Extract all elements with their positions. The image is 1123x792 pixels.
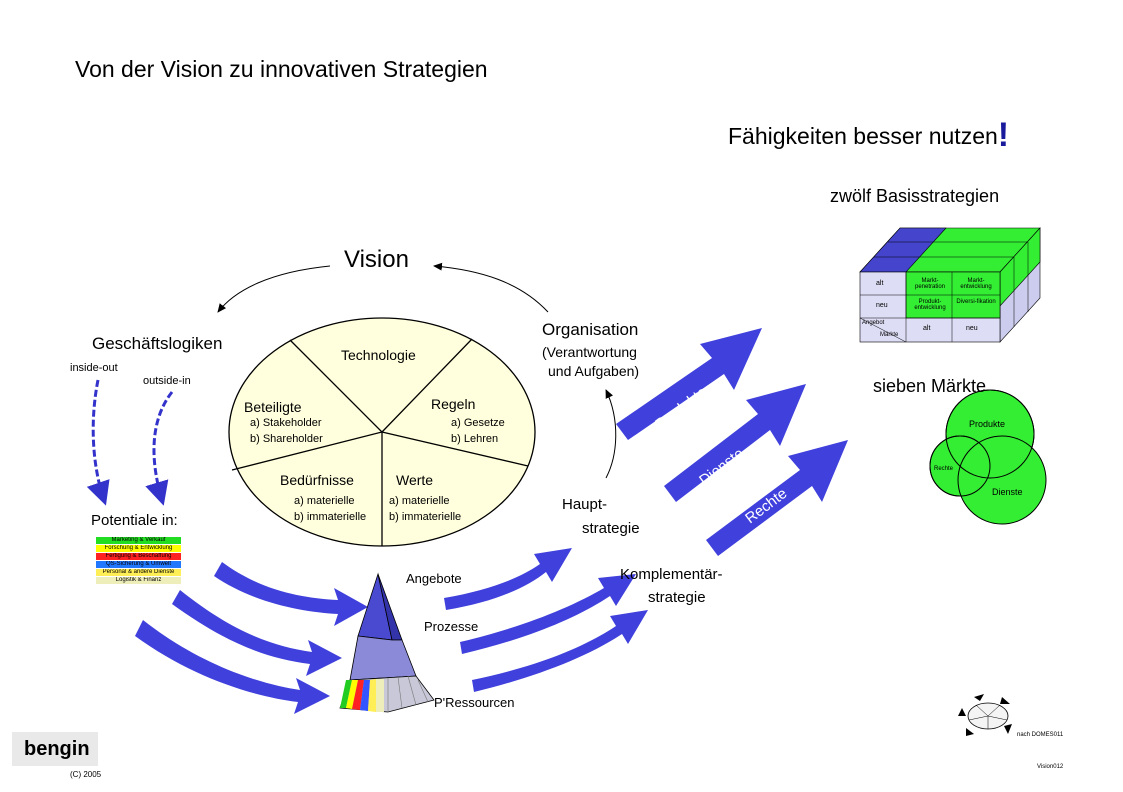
potentiale-label: Potentiale in:	[91, 512, 178, 529]
basis-cell-produktentwicklung: Produkt-entwicklung	[914, 299, 946, 311]
legend-fertigung: Fertigung & Beschaffung	[96, 553, 181, 560]
tagline-exclamation: !	[997, 116, 1010, 154]
inside-out-arrow	[86, 379, 110, 506]
outside-in-label: outside-in	[143, 375, 191, 387]
wheel-beteiligte-a: a) Stakeholder	[250, 417, 322, 429]
big-arrow-produkte	[616, 328, 762, 440]
basis-cube	[859, 227, 1041, 343]
markets-heading: sieben Märkte	[873, 376, 987, 396]
basis-maerkte-label: Märkte	[880, 332, 899, 338]
outside-in-arrow	[145, 391, 174, 506]
legend-marketing: Marketing & Verkauf	[96, 537, 181, 544]
hauptstrategie-line1: Haupt-	[562, 496, 608, 513]
wheel-beteiligte-b: b) Shareholder	[250, 433, 323, 445]
big-arrow-rechte	[706, 440, 848, 556]
venn-dienste: Dienste	[992, 487, 1023, 497]
wheel-regeln: Regeln	[431, 396, 476, 412]
page-title: Von der Vision zu innovativen Strategien	[75, 56, 488, 82]
source-note: nach DOMES011	[1017, 732, 1064, 738]
basis-neu-label: neu	[876, 302, 888, 309]
wheel-technologie: Technologie	[341, 347, 416, 363]
flow-arrow-1	[214, 562, 368, 626]
wheel-regeln-a: a) Gesetze	[451, 417, 505, 429]
cycle-arrow-right	[605, 389, 617, 479]
cycle-icon	[958, 694, 1012, 736]
organisation-line2: (Verantwortung	[542, 344, 637, 360]
wheel-beteiligte: Beteiligte	[244, 399, 302, 415]
basis-cell-diversifikation: Diversi-fikation	[956, 299, 996, 305]
wheel-werte-b: b) immaterielle	[389, 511, 462, 523]
basis-heading: zwölf Basisstrategien	[830, 186, 1000, 206]
angebote-label: Angebote	[406, 571, 462, 586]
wheel-werte-a: a) materielle	[389, 495, 450, 507]
geschaeftslogiken-label: Geschäftslogiken	[92, 334, 223, 353]
basis-angebot-label: Angebot	[862, 320, 885, 326]
bengin-logo: bengin	[12, 732, 98, 766]
version-note: Vision012	[1037, 764, 1064, 770]
legend-personal: Personal & andere Dienste	[96, 569, 181, 576]
arrow-ressourcen	[472, 610, 648, 692]
legend-logistik: Logistik & Finanz	[96, 577, 181, 584]
cycle-arrow-top-right	[433, 262, 549, 313]
legend-forschung: Forschung & Entwicklung	[96, 545, 181, 552]
pyramid	[339, 572, 435, 713]
tagline: Fähigkeiten besser nutzen!	[728, 116, 1009, 155]
venn-rechte: Rechte	[934, 466, 954, 472]
legend-qs: QS-Sicherung & Umwelt	[96, 561, 181, 568]
flow-arrow-3	[135, 620, 330, 714]
wheel-beduerfnisse-b: b) immaterielle	[294, 511, 367, 523]
copyright: (C) 2005	[70, 770, 102, 779]
inside-out-label: inside-out	[70, 362, 118, 374]
ressourcen-label: P'Ressourcen	[434, 695, 515, 710]
basis-col-alt-label: alt	[923, 325, 931, 332]
cycle-arrow-left	[217, 265, 331, 313]
basis-col-neu-label: neu	[966, 325, 978, 332]
vision-wheel	[228, 317, 536, 547]
basis-alt-label: alt	[876, 280, 884, 287]
organisation-line3: und Aufgaben)	[548, 363, 640, 379]
flow-arrow-2	[172, 590, 342, 676]
arrow-prozesse	[460, 574, 636, 654]
wheel-werte: Werte	[396, 472, 434, 488]
organisation-label: Organisation	[542, 320, 639, 339]
tagline-text: Fähigkeiten besser nutzen	[728, 123, 998, 149]
wheel-beduerfnisse: Bedürfnisse	[280, 472, 354, 488]
wheel-beduerfnisse-a: a) materielle	[294, 495, 355, 507]
basis-cell-marktpenetration: Markt-penetration	[914, 278, 946, 290]
venn-produkte: Produkte	[969, 419, 1006, 429]
hauptstrategie-line2: strategie	[582, 520, 640, 537]
komplementaer-line2: strategie	[648, 589, 706, 606]
wheel-regeln-b: b) Lehren	[451, 433, 499, 445]
big-arrow-dienste	[664, 384, 806, 502]
komplementaer-line1: Komplementär-	[620, 566, 723, 583]
basis-cell-marktentwicklung: Markt-entwicklung	[960, 278, 992, 290]
markets-venn	[929, 389, 1047, 525]
vision-label: Vision	[344, 246, 409, 273]
prozesse-label: Prozesse	[424, 619, 479, 634]
arrow-angebote	[444, 548, 572, 610]
